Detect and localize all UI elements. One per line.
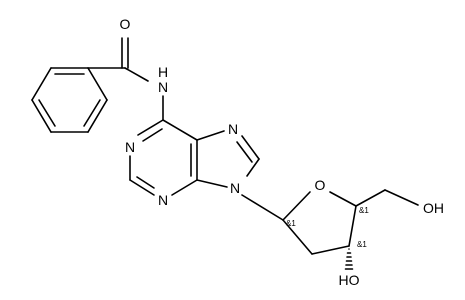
bond-c3prime-oh-hashed xyxy=(344,248,354,270)
bonds xyxy=(31,37,419,270)
bond-n3-c2-inner xyxy=(136,176,155,189)
atom-oh-hydroxymethyl: OH xyxy=(423,200,444,216)
bond-n7-c8-inner xyxy=(236,141,253,163)
bond-benz-5-inner xyxy=(38,99,56,127)
bond-c1prime-o4prime xyxy=(282,191,311,221)
bond-n1-c6 xyxy=(137,119,164,136)
bond-c8-n9 xyxy=(246,158,260,177)
atom-n7: N xyxy=(228,121,238,137)
stereo-label-c1prime: &1 xyxy=(286,219,296,228)
bond-o4prime-c4prime xyxy=(329,191,357,207)
atom-labels: O H N N N N N O OH HO xyxy=(120,16,444,288)
atom-n-amide: N xyxy=(158,79,168,95)
bond-c2prime-c1prime xyxy=(282,219,313,255)
atom-o-ring: O xyxy=(315,177,326,193)
bond-n7-c8 xyxy=(241,135,260,160)
atom-n9: N xyxy=(230,180,240,196)
bond-n9-c4 xyxy=(196,179,228,188)
atom-n1: N xyxy=(125,139,135,155)
bond-n9-c1prime xyxy=(241,194,284,221)
bond-c4-n3 xyxy=(171,179,198,196)
atom-h-amide: H xyxy=(158,64,168,80)
stereo-label-c3prime: &1 xyxy=(357,240,367,249)
bond-c6-c5 xyxy=(162,119,198,141)
atom-n3: N xyxy=(158,192,168,208)
bond-n1-c6-inner xyxy=(142,128,163,142)
bond-benz-3 xyxy=(87,99,108,133)
bond-benz-5 xyxy=(31,99,52,133)
bond-c4prime-c5prime xyxy=(355,189,386,207)
bond-benz-2 xyxy=(87,67,108,101)
stereo-label-c4prime: &1 xyxy=(359,206,369,215)
stereo-labels: &1 &1 &1 xyxy=(286,206,369,249)
bond-c4prime-c3prime xyxy=(348,205,357,247)
atom-ho-hydroxyl: HO xyxy=(339,272,360,288)
bond-benz-6 xyxy=(31,67,52,101)
bond-n3-c2 xyxy=(129,179,155,196)
bond-c5-n7 xyxy=(196,130,225,141)
bond-c5prime-o5prime xyxy=(384,189,419,206)
bond-benz-3-inner xyxy=(83,99,101,127)
bond-carbonyl-n xyxy=(124,67,149,82)
atom-o-carbonyl: O xyxy=(120,16,131,32)
bond-c3prime-c2prime xyxy=(311,245,350,255)
